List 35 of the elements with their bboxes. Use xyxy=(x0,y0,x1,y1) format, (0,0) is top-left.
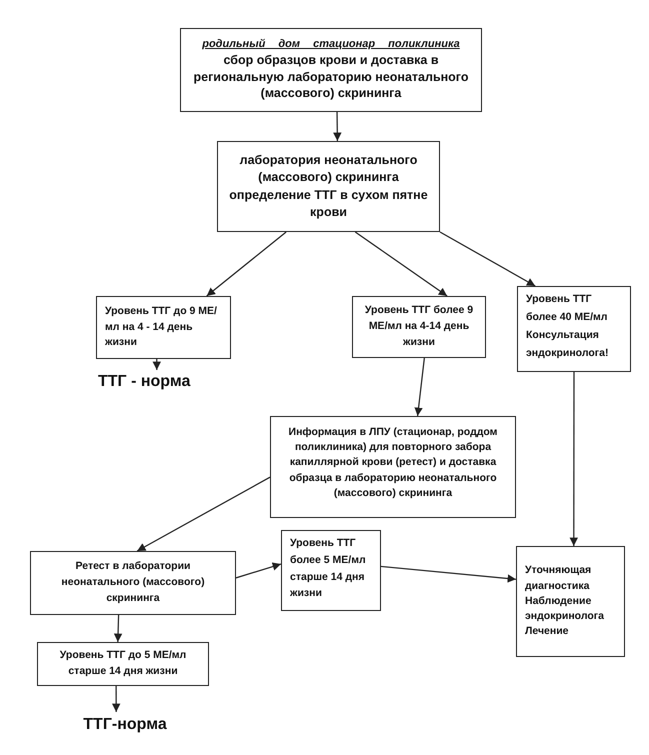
arrow xyxy=(114,614,122,642)
box-heading: родильный дом стационар поликлиника xyxy=(201,38,461,50)
process-box xyxy=(281,530,381,611)
arrow xyxy=(152,359,161,370)
box-text: Уровень ТТГ более 9 МЕ/мл на 4-14 день жизни xyxy=(364,303,474,350)
process-box xyxy=(37,642,209,686)
arrow xyxy=(414,358,425,416)
box-text: сбор образцов крови и доставка в региональную лабораторию неонатального (массового) скрининга xyxy=(192,52,470,102)
arrow xyxy=(570,372,578,546)
arrow xyxy=(136,476,270,552)
box-text: Информация в ЛПУ (стационар, роддом поликлиника) для повторного забора капиллярной крови (ретест) и доставка образца в лабораторию неонатального (массового) скрининга xyxy=(288,425,498,501)
process-box xyxy=(217,141,440,232)
process-box xyxy=(180,28,482,112)
box-text: Уровень ТТГ до 5 МЕ/мл старше 14 дня жизни xyxy=(58,648,188,679)
arrow xyxy=(333,112,342,141)
result-text: ТТГ-норма xyxy=(82,715,168,735)
process-box xyxy=(30,551,236,615)
arrow xyxy=(112,686,120,712)
arrow xyxy=(206,232,286,296)
box-text: Уровень ТТГ более 5 МЕ/мл старше 14 дня жизни xyxy=(290,536,367,602)
arrow xyxy=(236,562,282,578)
box-text: Ретест в лаборатории неонатального (массового) скрининга xyxy=(60,559,206,606)
arrow xyxy=(440,231,536,287)
process-box xyxy=(516,546,625,657)
box-text: Уточняющая диагностика Наблюдение эндокринолога Лечение xyxy=(525,563,605,640)
arrow xyxy=(380,566,516,583)
result-text: ТТГ - норма xyxy=(98,372,192,392)
process-box xyxy=(352,296,486,358)
process-box xyxy=(517,286,631,372)
box-text: Уровень ТТГ более 40 МЕ/мл Консультация эндокринолога! xyxy=(526,292,610,361)
box-text: Уровень ТТГ до 9 МЕ/мл на 4 - 14 день жизни xyxy=(105,304,218,350)
box-text: лаборатория неонатального (массового) скрининга определение ТТГ в сухом пятне крови xyxy=(228,152,429,221)
process-box xyxy=(270,416,516,518)
arrow xyxy=(354,232,448,296)
process-box xyxy=(96,296,231,359)
